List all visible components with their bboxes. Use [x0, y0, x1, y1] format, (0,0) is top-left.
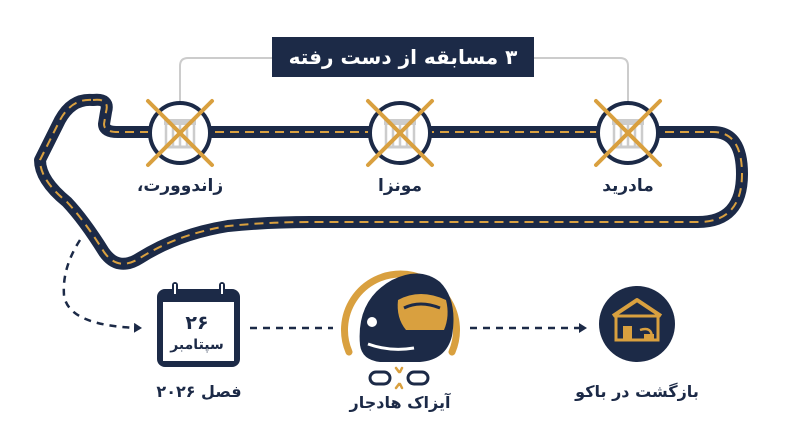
race-track — [34, 93, 748, 270]
race-label-zandvoort: زاندوورت، — [136, 176, 224, 196]
cross-mark-icon — [366, 99, 434, 167]
return-label: بازگشت در باکو — [575, 382, 699, 401]
race-marker-madrid — [594, 99, 662, 167]
driver-label: آیزاک هادجار — [349, 393, 451, 412]
broken-link-icon — [368, 366, 430, 390]
flow-arrow-to-calendar — [62, 239, 142, 333]
race-label-madrid: مادرید — [602, 176, 654, 196]
title-banner: ۳ مسابقه از دست رفته — [272, 37, 534, 77]
race-marker-monza — [366, 99, 434, 167]
calendar-icon — [157, 282, 240, 367]
title-text: ۳ مسابقه از دست رفته — [288, 45, 518, 69]
race-label-monza: مونزا — [378, 176, 422, 196]
cross-mark-icon — [146, 99, 214, 167]
calendar-month: سپتامبر — [170, 337, 224, 353]
calendar-day: ۲۶ — [185, 312, 209, 334]
race-marker-zandvoort — [146, 99, 214, 167]
garage-icon — [599, 286, 675, 362]
season-label: فصل ۲۰۲۶ — [156, 382, 242, 401]
cross-mark-icon — [594, 99, 662, 167]
helmet-icon — [341, 270, 460, 362]
